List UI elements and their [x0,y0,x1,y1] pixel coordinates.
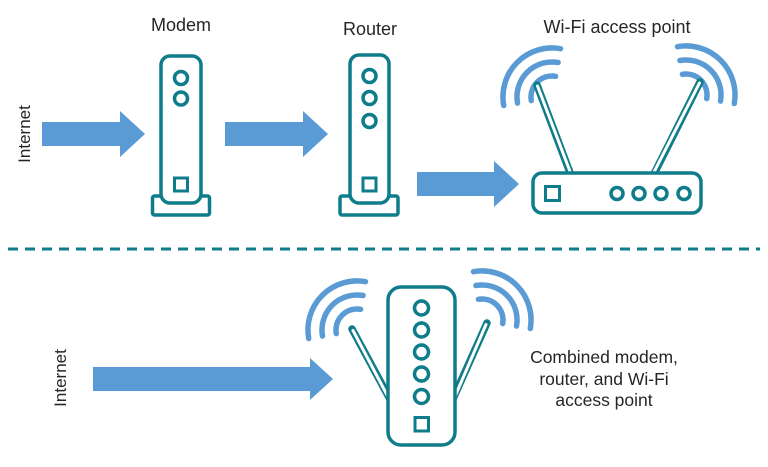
combined-waves-right-icon [470,268,534,332]
ap-led [676,185,692,202]
ap-led [609,185,625,202]
ap-led [653,185,669,202]
ap-antenna-right [648,78,704,182]
combined-led [412,299,431,317]
modem-body [159,54,203,205]
router-port [361,176,378,193]
modem-led [172,69,190,87]
arrow-modem-to-router-icon [225,111,328,157]
wifi-access-point-label: Wi-Fi access point [543,17,691,37]
wifi-access-point-icon [500,43,738,215]
combined-device-label-line1: Combined modem, [530,347,678,367]
combined-port [413,416,430,433]
modem-led [172,90,190,107]
modem-icon [150,54,212,217]
combined-led [412,387,431,406]
router-led [361,112,378,130]
combined-led [412,343,431,361]
modem-label: Modem [150,15,212,35]
ap-led [631,185,647,202]
combined-device-icon [305,268,534,447]
router-led [361,67,378,85]
combined-waves-left-icon [305,278,369,342]
router-led [361,89,378,107]
combined-device-label-line2: router, and Wi-Fi [539,368,669,389]
router-label: Router [342,19,398,39]
wifi-waves-left-icon [500,45,564,109]
combined-led [412,321,431,339]
combined-device-label-line3: access point [555,390,653,410]
internet-label-bottom: Internet [51,349,70,407]
internet-label-top: Internet [15,105,34,163]
ap-port [544,185,561,202]
arrow-internet-to-modem-icon [42,111,145,157]
modem-port [173,176,189,193]
combined-device-label: Combined modem, router, and Wi-Fi access… [504,347,704,412]
arrow-internet-to-combined-icon [93,358,333,400]
combined-led [412,365,431,383]
ap-antenna-left [533,81,576,182]
arrow-router-to-ap-icon [417,161,519,207]
router-icon [338,53,400,217]
wifi-waves-right-icon [674,43,738,107]
